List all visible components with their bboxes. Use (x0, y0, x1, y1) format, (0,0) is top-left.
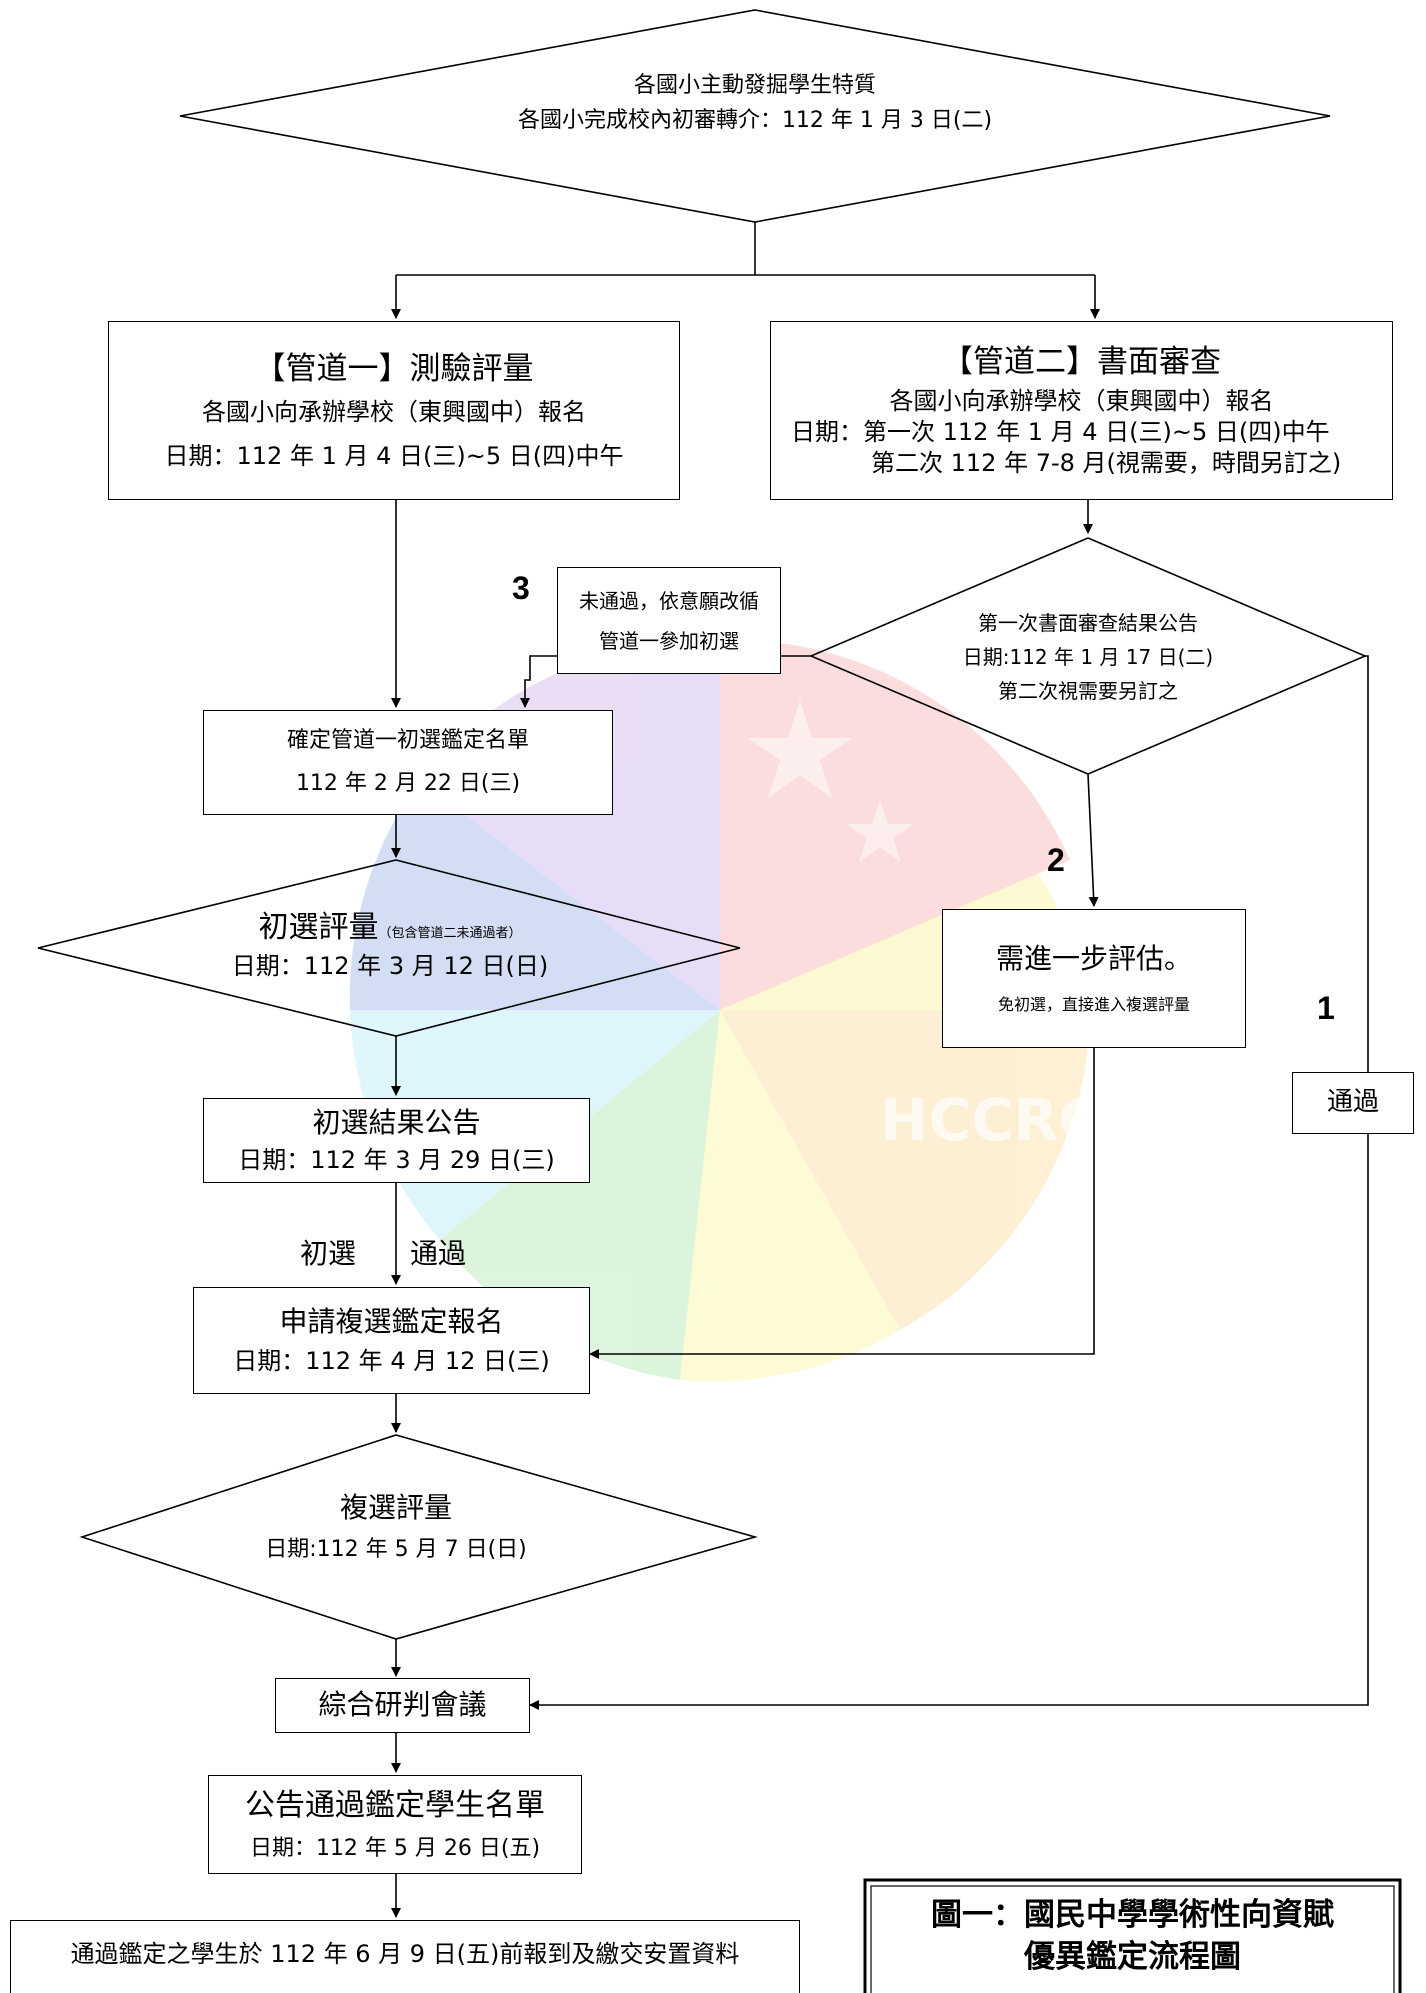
review-line1: 第一次書面審查結果公告 (978, 611, 1198, 635)
watermark-orange-sector (720, 1010, 1090, 1330)
report-box: 通過鑑定之學生於 112 年 6 月 9 日(五)前報到及繳交安置資料 (10, 1920, 800, 1993)
start-diamond-text: 各國小主動發掘學生特質 各國小完成校內初審轉介：112 年 1 月 3 日(二) (355, 72, 1155, 135)
apply-final-box: 申請複選鑑定報名 日期：112 年 4 月 12 日(三) (193, 1287, 590, 1394)
pass-box: 通過 (1292, 1072, 1414, 1134)
figure-title-line2: 優異鑑定流程圖 (1024, 1939, 1241, 1976)
channel1-line1: 各國小向承辦學校（東興國中）報名 (202, 398, 586, 427)
final-diamond-text: 複選評量 日期:112 年 5 月 7 日(日) (220, 1490, 572, 1565)
channel2-line3: 第二次 112 年 7-8 月(視需要，時間另訂之) (871, 449, 1342, 478)
fail-note-line2: 管道一參加初選 (599, 628, 739, 653)
prelim-line2: 日期：112 年 3 月 12 日(日) (231, 952, 549, 980)
channel1-box: 【管道一】測驗評量 各國小向承辦學校（東興國中）報名 日期：112 年 1 月 … (108, 321, 680, 500)
further-eval-line2: 免初選，直接進入複選評量 (997, 995, 1190, 1015)
prelim-note: （包含管道二未通過者） (378, 926, 522, 941)
start-line2: 各國小完成校內初審轉介：112 年 1 月 3 日(二) (517, 107, 993, 133)
review-line2: 日期:112 年 1 月 17 日(二) (962, 645, 1214, 669)
channel2-title: 【管道二】書面審查 (942, 343, 1221, 380)
figure-title-outer-frame (863, 1878, 1402, 1993)
channel1-title: 【管道一】測驗評量 (254, 351, 534, 388)
watermark-star-small (846, 800, 914, 862)
further-eval-box: 需進一步評估。 免初選，直接進入複選評量 (942, 909, 1246, 1048)
prelim-result-box: 初選結果公告 日期：112 年 3 月 29 日(三) (203, 1098, 590, 1183)
final-eval-title: 複選評量 (339, 1491, 452, 1524)
review-diamond-text: 第一次書面審查結果公告 日期:112 年 1 月 17 日(二) 第二次視需要另… (900, 610, 1276, 704)
start-line1: 各國小主動發掘學生特質 (633, 73, 876, 98)
apply-final-title: 申請複選鑑定報名 (279, 1304, 504, 1338)
channel2-box: 【管道二】書面審查 各國小向承辦學校（東興國中）報名 日期：第一次 112 年 … (770, 321, 1393, 500)
path-number-2: 2 (1047, 842, 1065, 878)
edge-label-prelim: 初選 (300, 1237, 357, 1270)
edge-label-pass: 通過 (410, 1237, 467, 1270)
figure-title-line1: 圖一：國民中學學術性向資賦 (931, 1897, 1334, 1933)
announce-line2: 日期：112 年 5 月 26 日(五) (249, 1835, 541, 1861)
announce-box: 公告通過鑑定學生名單 日期：112 年 5 月 26 日(五) (208, 1775, 582, 1874)
prelim-title: 初選評量 (258, 910, 379, 945)
path-number-3: 3 (512, 570, 530, 606)
watermark-text: HCCRCGT (880, 1086, 1187, 1154)
edge-further-to-apply (589, 1048, 1095, 1359)
further-eval-title: 需進一步評估。 (995, 941, 1192, 975)
channel2-line1: 各國小向承辦學校（東興國中）報名 (889, 386, 1274, 415)
fail-note-line1: 未通過，依意願改循 (579, 588, 759, 613)
figure-title: 圖一：國民中學學術性向資賦 優異鑑定流程圖 (871, 1895, 1394, 1978)
confirm-list-line1: 確定管道一初選鑑定名單 (286, 727, 529, 753)
pass-label: 通過 (1326, 1087, 1379, 1118)
confirm-list-box: 確定管道一初選鑑定名單 112 年 2 月 22 日(三) (203, 710, 613, 815)
edge-pass-to-meeting (529, 1134, 1369, 1710)
apply-final-line2: 日期：112 年 4 月 12 日(三) (233, 1347, 550, 1376)
meeting-box: 綜合研判會議 (275, 1678, 530, 1733)
channel2-line2: 日期：第一次 112 年 1 月 4 日(三)~5 日(四)中午 (791, 418, 1330, 447)
confirm-list-line2: 112 年 2 月 22 日(三) (295, 770, 521, 796)
announce-title: 公告通過鑑定學生名單 (245, 1787, 545, 1823)
prelim-result-line2: 日期：112 年 3 月 29 日(三) (238, 1146, 555, 1175)
prelim-diamond-text: 初選評量（包含管道二未通過者） 日期：112 年 3 月 12 日(日) (190, 908, 590, 982)
edge-failnote-to-list (520, 655, 557, 708)
report-text: 通過鑑定之學生於 112 年 6 月 9 日(五)前報到及繳交安置資料 (70, 1940, 740, 1968)
channel1-line2: 日期：112 年 1 月 4 日(三)~5 日(四)中午 (164, 441, 624, 470)
edge-review-to-pass (1365, 655, 1369, 1072)
final-eval-line2: 日期:112 年 5 月 7 日(日) (265, 1537, 527, 1563)
meeting-label: 綜合研判會議 (318, 1688, 487, 1722)
figure-title-inner-frame (870, 1885, 1395, 1993)
fail-note-box: 未通過，依意願改循 管道一參加初選 (557, 567, 781, 674)
prelim-result-title: 初選結果公告 (312, 1105, 481, 1139)
path-number-1: 1 (1317, 990, 1335, 1026)
edge-review-to-further (1087, 773, 1099, 907)
watermark-yellow-lower-sector (680, 1010, 900, 1382)
watermark-star-large (748, 700, 852, 798)
review-line3: 第二次視需要另訂之 (998, 679, 1178, 703)
